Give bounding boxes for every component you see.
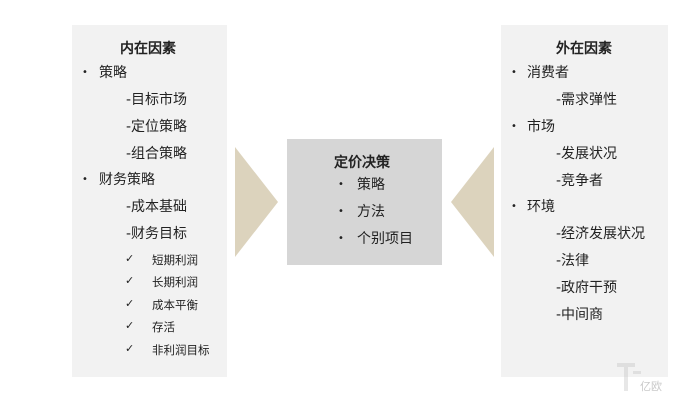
- center-item-strategy: 策略: [357, 177, 385, 193]
- goal-long-term-profit: 长期利润: [152, 275, 198, 289]
- portfolio-strategy-label: -组合策略: [126, 146, 188, 162]
- competitors-label: -竞争者: [556, 173, 604, 189]
- market-label: 市场: [527, 119, 555, 135]
- goal-survival: 存活: [152, 320, 175, 334]
- right-pointing-arrow-icon: [235, 147, 278, 257]
- development-status-label: -发展状况: [556, 146, 618, 162]
- center-item-individual-project: 个别项目: [357, 231, 413, 247]
- finance-target-label: -财务目标: [126, 226, 188, 242]
- checkmark-icon: ✓: [125, 342, 135, 355]
- government-intervention-label: -政府干预: [556, 280, 618, 296]
- bullet-icon: •: [511, 201, 517, 212]
- bullet-icon: •: [82, 67, 88, 78]
- cost-basis-label: -成本基础: [126, 199, 188, 215]
- bullet-icon: •: [511, 121, 517, 132]
- bullet-icon: •: [511, 67, 517, 78]
- bullet-icon: •: [338, 179, 344, 190]
- checkmark-icon: ✓: [125, 297, 135, 310]
- finance-strategy-label: 财务策略: [99, 172, 155, 188]
- external-factors-panel: [501, 25, 668, 377]
- external-factors-title: 外在因素: [556, 41, 612, 57]
- watermark-logo-icon: [617, 363, 641, 391]
- consumer-label: 消费者: [527, 65, 569, 81]
- pricing-decision-panel: [287, 139, 442, 265]
- law-label: -法律: [556, 253, 590, 269]
- internal-factors-title: 内在因素: [120, 41, 176, 57]
- bullet-icon: •: [338, 233, 344, 244]
- bullet-icon: •: [338, 206, 344, 217]
- environment-label: 环境: [527, 199, 555, 215]
- target-market-label: -目标市场: [126, 92, 188, 108]
- checkmark-icon: ✓: [125, 319, 135, 332]
- goal-cost-balance: 成本平衡: [152, 298, 198, 312]
- goal-non-profit: 非利润目标: [152, 343, 210, 357]
- checkmark-icon: ✓: [125, 252, 135, 265]
- internal-factors-panel: [72, 25, 227, 377]
- center-item-method: 方法: [357, 204, 385, 220]
- strategy-label: 策略: [99, 65, 127, 81]
- bullet-icon: •: [82, 174, 88, 185]
- left-pointing-arrow-icon: [451, 147, 494, 257]
- demand-elasticity-label: -需求弹性: [556, 92, 618, 108]
- checkmark-icon: ✓: [125, 274, 135, 287]
- economic-development-label: -经济发展状况: [556, 226, 646, 242]
- intermediary-label: -中间商: [556, 307, 604, 323]
- goal-short-term-profit: 短期利润: [152, 253, 198, 267]
- positioning-strategy-label: -定位策略: [126, 119, 188, 135]
- pricing-decision-title: 定价决策: [334, 155, 390, 171]
- watermark-text: 亿欧: [640, 380, 662, 393]
